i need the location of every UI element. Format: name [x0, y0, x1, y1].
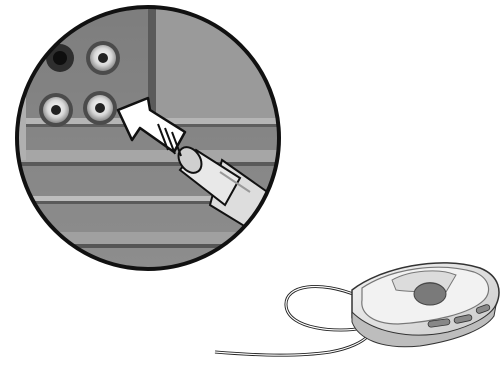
panel-recess	[148, 0, 288, 120]
portable-cd-player-icon	[215, 263, 499, 355]
magnified-inset	[0, 0, 300, 280]
headphone-cable	[215, 286, 371, 355]
panel-seam-3	[0, 232, 300, 244]
panel-edge	[0, 20, 26, 160]
panel-ridge	[0, 150, 300, 162]
rca-jack-bottom-target	[83, 91, 117, 125]
rca-jack-top-right	[86, 41, 120, 75]
rca-jack-bottom-left	[39, 93, 73, 127]
